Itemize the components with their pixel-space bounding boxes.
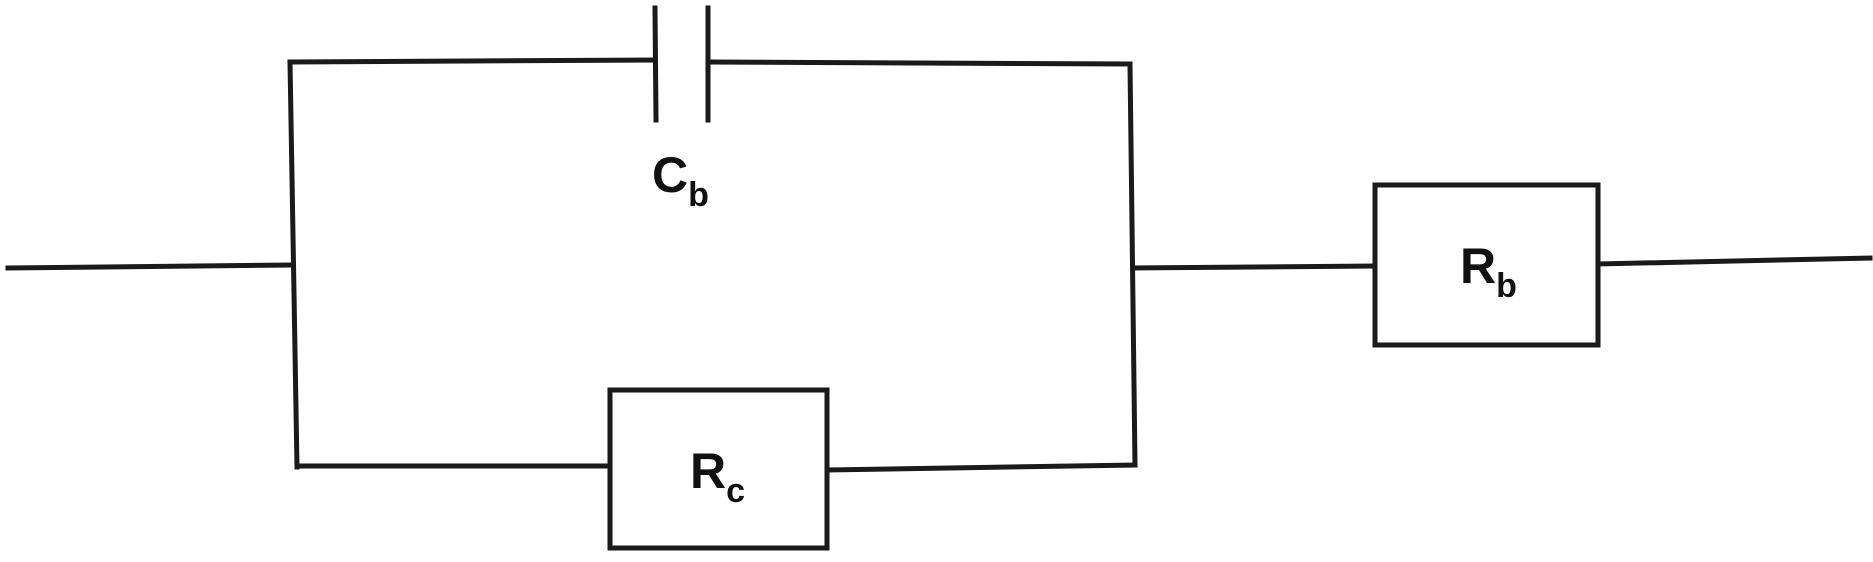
capacitor-plate-left [652,5,659,123]
capacitor-cb-symbol: C [652,147,688,203]
resistor-rb-label: Rb [1460,238,1517,305]
resistor-rc-symbol: R [690,443,726,499]
series-wire [1130,263,1378,271]
capacitor-cb-label: Cb [652,147,709,214]
bottom-branch-wire-right [824,462,1138,473]
capacitor-cb-subscript: b [688,176,709,214]
top-branch-wire-left [287,57,658,65]
resistor-rb-symbol: R [1460,238,1496,294]
right-node-wire [1127,61,1138,468]
left-node-wire [287,59,300,470]
input-lead-wire [5,262,293,271]
resistor-rb-body [1372,182,1601,348]
output-lead-wire [1595,255,1873,267]
resistor-rc-subscript: c [726,472,745,510]
resistor-rb-subscript: b [1496,267,1517,305]
resistor-rc-label: Rc [690,443,745,510]
top-branch-wire-right [705,59,1133,67]
